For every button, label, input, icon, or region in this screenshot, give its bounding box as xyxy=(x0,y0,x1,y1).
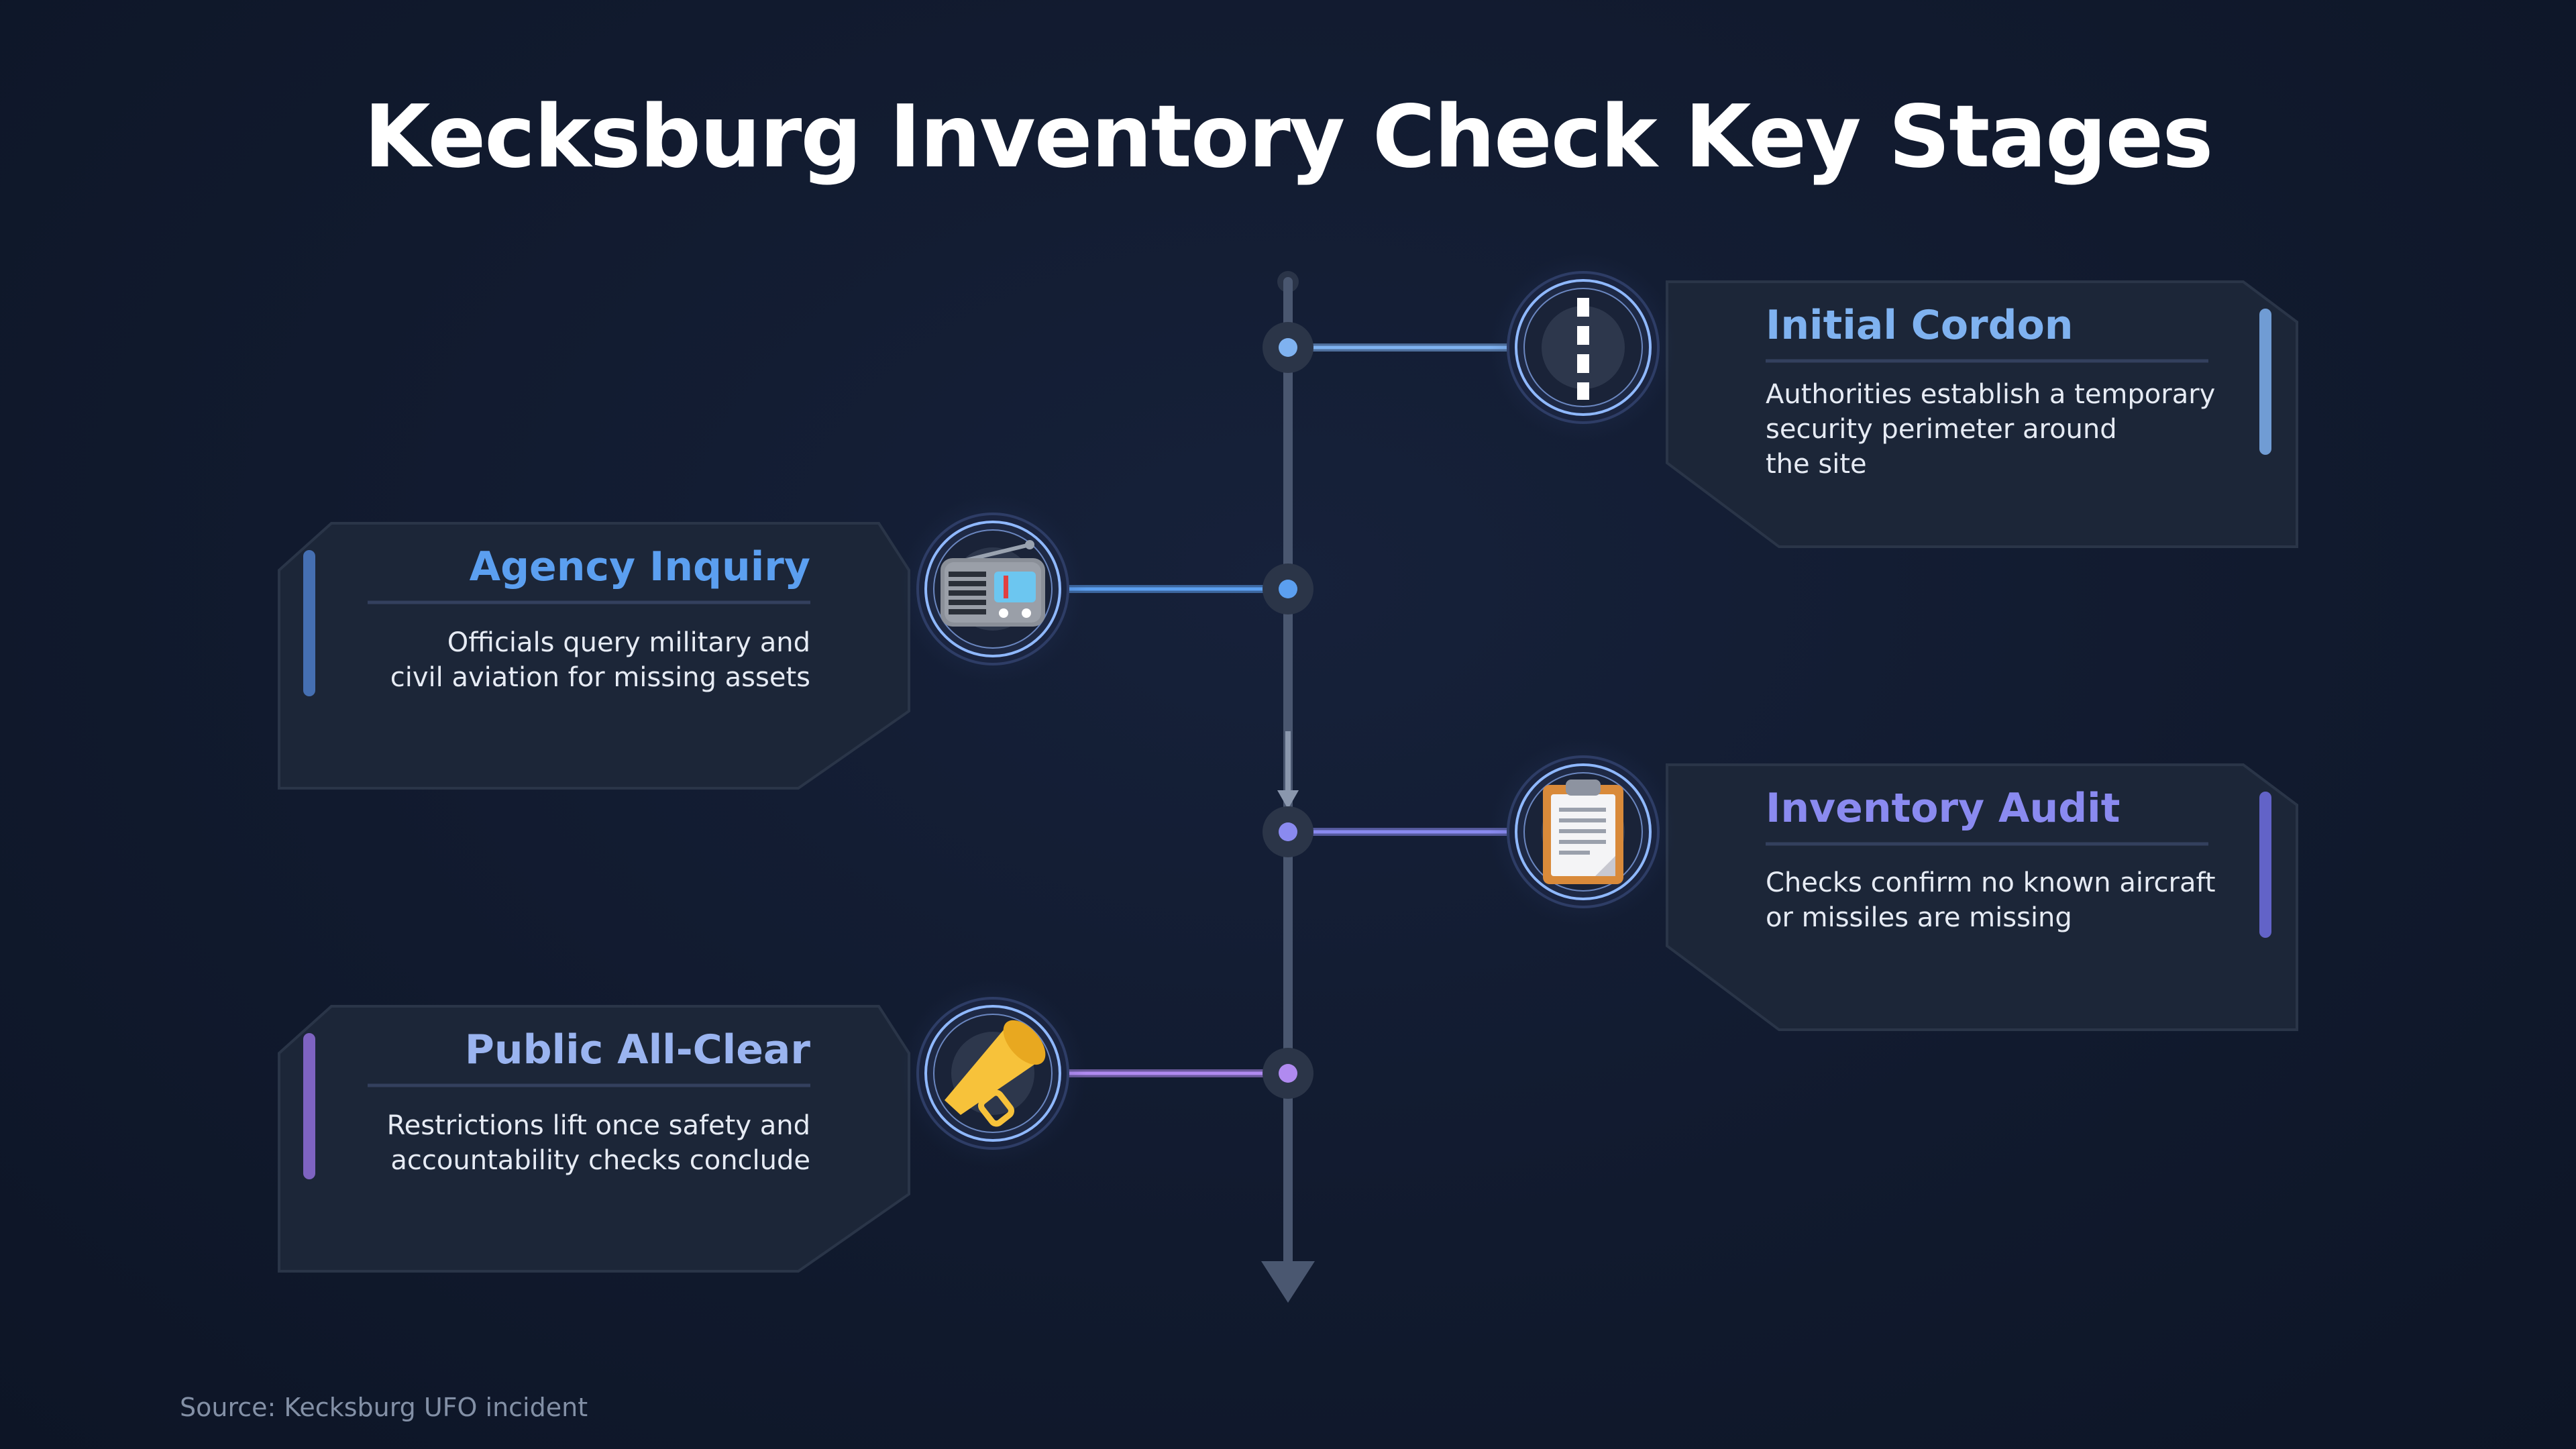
accent-bar xyxy=(2259,309,2271,455)
accent-bar xyxy=(303,550,315,696)
card-public-all-clear xyxy=(278,1005,910,1273)
stage-title: Agency Inquiry xyxy=(469,543,810,590)
stage-description: Restrictions lift once safety and accoun… xyxy=(386,1110,810,1176)
stage-description: Officials query military and civil aviat… xyxy=(390,627,810,693)
timeline-spine xyxy=(1261,271,1315,1303)
road-icon xyxy=(1542,298,1625,400)
stage-title: Initial Cordon xyxy=(1766,302,2074,349)
stage-inventory-audit xyxy=(1263,738,2298,1031)
stage-title: Public All-Clear xyxy=(464,1026,810,1073)
stage-agency-inquiry xyxy=(278,495,1313,790)
accent-bar xyxy=(2259,792,2271,938)
page-title: Kecksburg Inventory Check Key Stages xyxy=(364,87,2214,187)
card-inventory-audit xyxy=(1666,763,2298,1031)
timeline-arrow-head xyxy=(1261,1261,1315,1303)
stage-title: Inventory Audit xyxy=(1766,785,2121,832)
stage-public-all-clear xyxy=(278,979,1313,1273)
stage-description: Authorities establish a temporary securi… xyxy=(1766,379,2216,480)
clipboard-icon xyxy=(1542,780,1625,884)
card-agency-inquiry xyxy=(278,522,910,790)
flow-arrow-icon xyxy=(1277,790,1299,809)
source-note: Source: Kecksburg UFO incident xyxy=(180,1393,588,1422)
accent-bar xyxy=(303,1033,315,1179)
stage-description: Checks confirm no known aircraft or miss… xyxy=(1766,867,2216,933)
megaphone-icon xyxy=(945,1020,1046,1127)
stage-initial-cordon xyxy=(1263,254,2298,548)
card-initial-cordon xyxy=(1666,280,2298,548)
radio-icon xyxy=(941,540,1045,631)
